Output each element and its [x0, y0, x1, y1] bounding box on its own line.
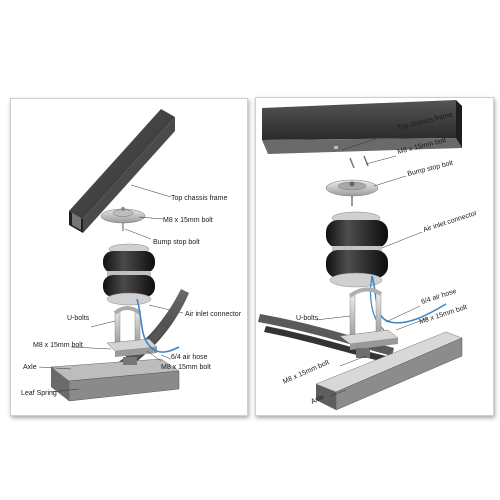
label-u-bolts: U-bolts: [67, 315, 90, 322]
label-axle: Axle: [310, 394, 325, 406]
top-mount-plate: [325, 179, 379, 206]
air-spring-bellows: [326, 211, 388, 288]
label-axle: Axle: [23, 364, 37, 371]
label-m8-bolt-top: M8 x 15mm bolt: [163, 217, 213, 224]
label-bump-stop-bolt: Bump stop bolt: [153, 239, 200, 246]
label-air-inlet-connector: Air inlet connector: [185, 311, 242, 318]
right-diagram-svg: Top chassis frame M8 x 15mm bolt Bump st…: [258, 100, 479, 411]
top-chassis-frame: [69, 109, 175, 233]
label-top-chassis-frame: Top chassis frame: [171, 195, 228, 202]
axle-box: [315, 331, 463, 411]
label-air-hose: 6/4 air hose: [171, 354, 208, 361]
label-leaf-spring: Leaf Spring: [21, 390, 57, 397]
top-chassis-frame: [262, 100, 462, 154]
left-diagram-svg: Top chassis frame M8 x 15mm bolt Bump st…: [21, 109, 242, 402]
top-mount-plate: [100, 207, 146, 224]
label-bump-stop-bolt: Bump stop bolt: [407, 160, 454, 178]
air-hose: [371, 275, 447, 324]
u-bolt-bracket: [106, 306, 158, 365]
label-m8-bolt-left: M8 x 15mm bolt: [33, 342, 83, 349]
label-m8-bolt-bottom: M8 x 15mm bolt: [161, 364, 211, 371]
label-air-inlet-connector: Air inlet connector: [422, 210, 478, 234]
label-u-bolts: U-bolts: [296, 315, 319, 322]
left-diagram-panel: Top chassis frame M8 x 15mm bolt Bump st…: [10, 98, 248, 416]
air-spring-bellows: [103, 243, 155, 306]
axle-box: [50, 358, 180, 402]
u-bolt-bracket: [339, 287, 399, 358]
right-diagram-panel: Top chassis frame M8 x 15mm bolt Bump st…: [255, 97, 494, 416]
label-air-hose: 6/4 air hose: [420, 288, 457, 306]
air-hose: [136, 298, 180, 353]
